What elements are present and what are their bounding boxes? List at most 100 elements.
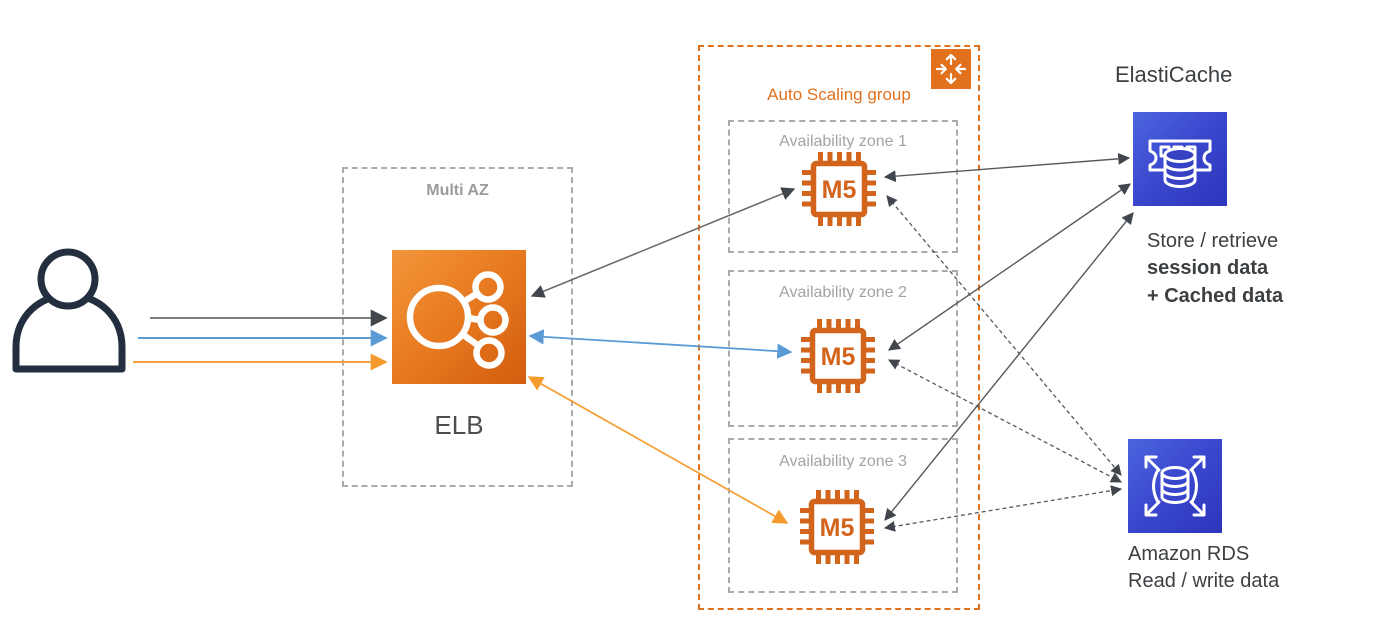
asg-arrow-left-inward: [955, 63, 967, 75]
m5-chip-glyph-1: M5: [802, 152, 876, 226]
elasticache-icon: [1133, 112, 1227, 206]
m5-instance-label-1: M5: [822, 176, 857, 204]
chip-pin: [802, 191, 812, 196]
user-head-shape: [37, 248, 99, 310]
chip-pin: [818, 152, 823, 162]
chip-pin: [800, 508, 810, 513]
chip-pin: [865, 368, 875, 374]
chip-pin: [844, 554, 850, 564]
chip-pin: [836, 319, 841, 329]
chip-pin: [825, 490, 831, 500]
multi-az-label: Multi AZ: [426, 182, 489, 199]
chip-pin: [801, 358, 811, 363]
asg-arrow-down: [945, 72, 957, 85]
chip-pin: [802, 180, 812, 186]
rds-subtitle: Read / write data: [1128, 570, 1280, 593]
rds-db-band: [1160, 479, 1190, 488]
chip-pin: [800, 529, 810, 534]
elb-label: ELB: [434, 410, 484, 440]
m5-chip-glyph-3: M5: [800, 490, 874, 564]
elasticache-desc-line1: Store / retrieve: [1147, 230, 1279, 252]
chip-pin: [816, 490, 821, 500]
chip-pin: [827, 216, 833, 226]
chip-pin: [800, 539, 810, 545]
ec2-instance-m5-az2-icon: M5: [798, 316, 878, 396]
chip-pin: [846, 216, 852, 226]
chip-pin: [864, 518, 874, 524]
chip-body: [810, 160, 868, 218]
elb-node-top: [472, 271, 504, 303]
elasticache-desc-line3: + Cached data: [1147, 284, 1284, 307]
cache-memory-module: [1148, 139, 1212, 172]
chip-pin: [855, 383, 860, 393]
chip-pin: [865, 347, 875, 353]
cache-db-band: [1163, 163, 1197, 172]
chip-pin: [826, 319, 832, 329]
rds-arrow-top-right: [1189, 455, 1206, 472]
chip-pin: [864, 508, 874, 513]
m5-chip-glyph-2: M5: [801, 319, 875, 393]
chip-pin: [844, 490, 850, 500]
rds-arrow-top-left: [1144, 455, 1161, 472]
rds-caption: Amazon RDS Read / write data: [1128, 541, 1279, 596]
chip-pin: [856, 152, 861, 162]
availability-zone-3-label: Availability zone 3: [779, 453, 907, 470]
elasticache-title: ElastiCache: [1115, 62, 1233, 87]
chip-pin: [801, 347, 811, 353]
chip-pin: [837, 216, 842, 226]
chip-pin: [854, 554, 859, 564]
auto-scaling-icon: [931, 49, 971, 89]
chip-pin: [865, 337, 875, 342]
chip-pin: [837, 152, 842, 162]
chip-pin: [866, 170, 876, 175]
auto-scaling-glyph: [935, 53, 967, 85]
elb-icon: [392, 250, 526, 384]
user-icon: [8, 248, 134, 374]
chip-pin: [866, 191, 876, 196]
chip-pin: [801, 368, 811, 374]
elasticache-description: Store / retrieve session data + Cached d…: [1147, 228, 1283, 310]
m5-instance-label-3: M5: [820, 514, 855, 542]
chip-pin: [818, 216, 823, 226]
elasticache-glyph: [1148, 139, 1212, 188]
load-balancer-glyph: [406, 271, 509, 369]
chip-pin: [817, 383, 822, 393]
asg-arrow-up: [945, 53, 957, 66]
chip-pin: [801, 337, 811, 342]
elb-hub-circle: [406, 284, 472, 350]
rds-title: Amazon RDS: [1128, 543, 1250, 565]
chip-pin: [855, 319, 860, 329]
chip-pin: [835, 554, 840, 564]
rds-db-cylinder-top: [1160, 466, 1190, 480]
chip-pin: [816, 554, 821, 564]
rds-right-paren: [1190, 468, 1198, 504]
chip-pin: [846, 152, 852, 162]
chip-pin: [800, 518, 810, 524]
rds-db-cylinder-body: [1160, 471, 1190, 504]
rds-arrow-bottom-right: [1189, 500, 1206, 517]
chip-pin: [854, 490, 859, 500]
chip-pin: [827, 152, 833, 162]
availability-zone-2-label: Availability zone 2: [779, 284, 907, 301]
user-icon-svg: [12, 248, 126, 373]
rds-icon: [1128, 439, 1222, 533]
chip-pin: [817, 319, 822, 329]
ec2-instance-m5-az3-icon: M5: [797, 487, 877, 567]
chip-pin: [825, 554, 831, 564]
elasticache-desc-line2: session data: [1147, 257, 1269, 280]
chip-body: [809, 327, 867, 385]
cache-db-band: [1163, 171, 1197, 180]
chip-pin: [864, 539, 874, 545]
chip-pin: [864, 529, 874, 534]
rds-db-band: [1160, 487, 1190, 496]
chip-pin: [845, 383, 851, 393]
elb-node-mid: [477, 304, 509, 336]
elb-node-bottom: [473, 337, 505, 369]
auto-scaling-group-label: Auto Scaling group: [767, 85, 911, 104]
ec2-instance-m5-az1-icon: M5: [799, 149, 879, 229]
chip-body: [808, 498, 866, 556]
chip-pin: [845, 319, 851, 329]
rds-glyph: [1144, 455, 1206, 517]
rds-arrow-bottom-left: [1144, 500, 1161, 517]
